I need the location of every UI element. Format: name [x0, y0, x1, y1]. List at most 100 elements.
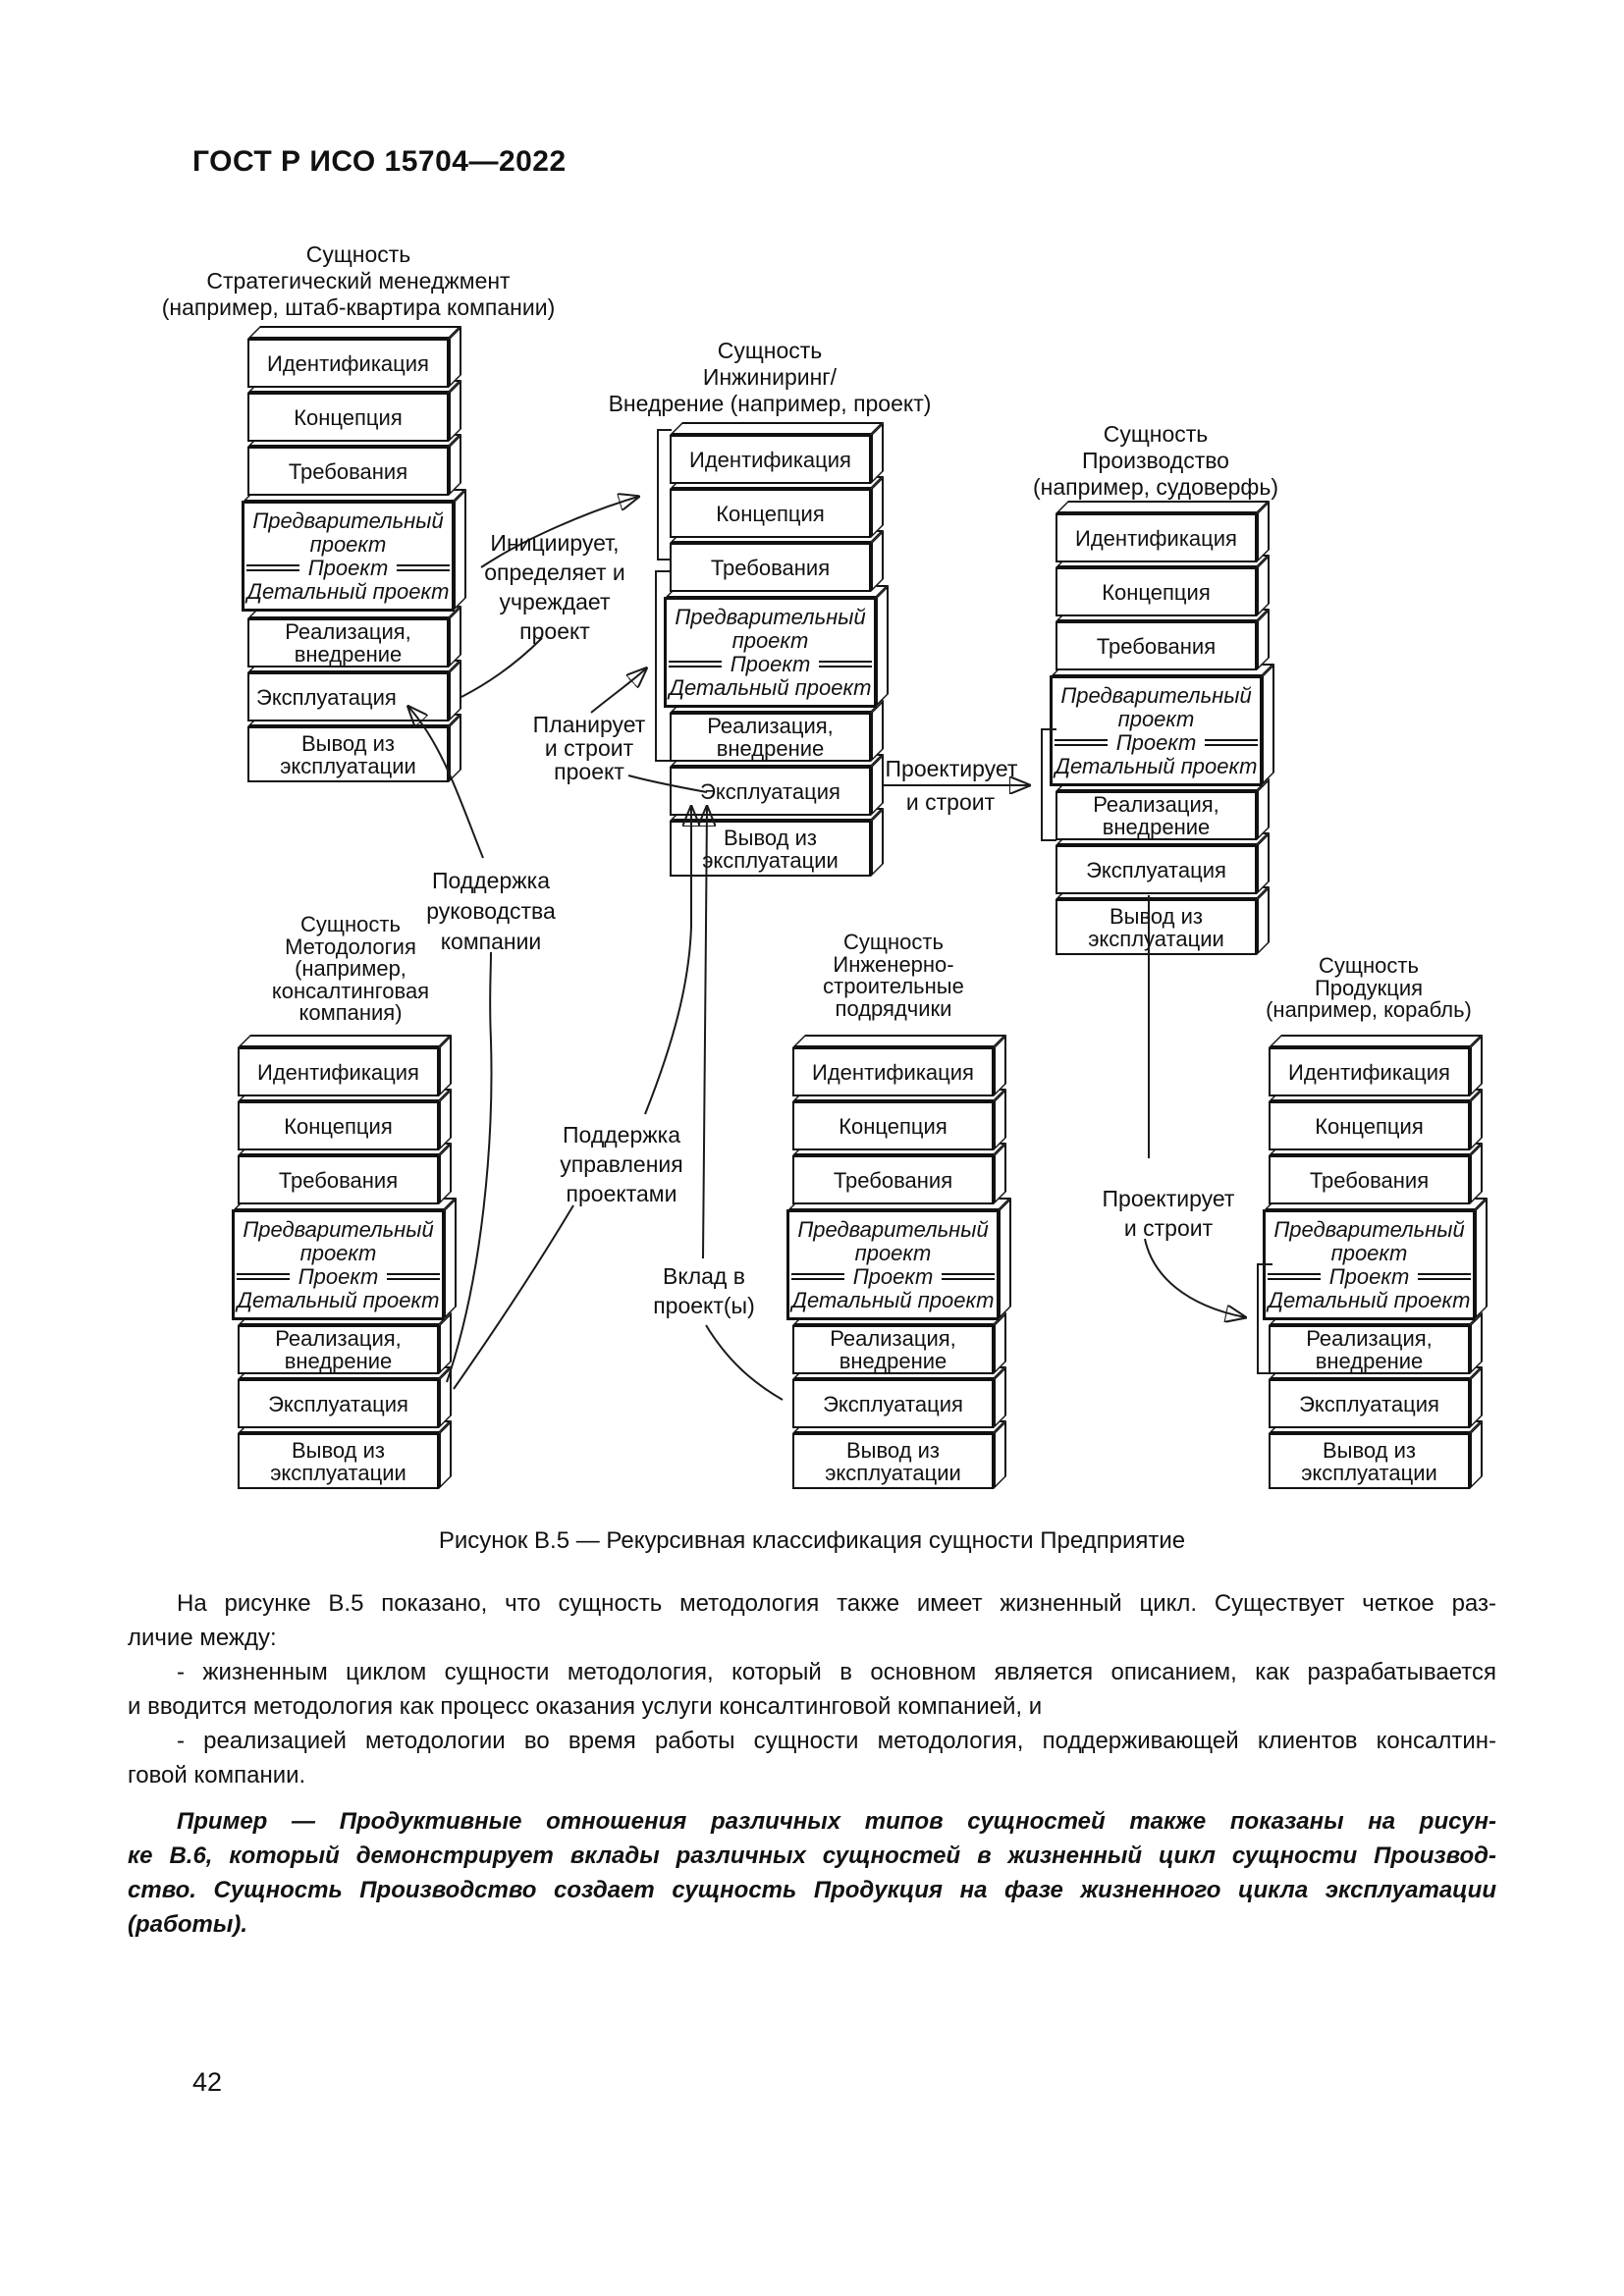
phase-label: Идентификация	[1075, 525, 1237, 551]
phase-label: эксплуатации	[702, 847, 839, 873]
phase-label: Проект	[730, 651, 811, 676]
label-designs-builds-1: Проектирует	[885, 756, 1018, 781]
phase-label: Проект	[298, 1263, 379, 1289]
title-line: подрядчики	[835, 995, 952, 1021]
phase-label: Предварительный	[243, 1216, 434, 1242]
phase-label: внедрение	[284, 1349, 393, 1373]
title-line: Внедрение (например, проект)	[608, 391, 932, 416]
phase-label: внедрение	[294, 642, 403, 667]
divider-line	[819, 661, 873, 667]
phase-label: Идентификация	[267, 350, 429, 376]
phase-label: Требования	[288, 458, 408, 484]
phase-label: Вывод из	[1322, 1437, 1416, 1463]
phase-box-concept: Концепция	[1269, 1101, 1470, 1150]
label-line: Поддержка	[563, 1122, 680, 1148]
phase-label: Предварительный	[675, 604, 866, 629]
phase-box-concept: Концепция	[792, 1101, 994, 1150]
phase-label: Детальный проект	[669, 674, 872, 700]
example-line: ке В.6, который демонстрирует вклады раз…	[128, 1842, 1496, 1869]
phase-box-requirements: Требования	[1056, 621, 1257, 670]
example-line: (работы).	[128, 1911, 248, 1938]
label-management-support: Поддержка руководства компании	[363, 866, 619, 957]
divider-line	[1418, 1273, 1472, 1280]
body-line: и вводится методология как процесс оказа…	[128, 1693, 1043, 1720]
phase-label: Требования	[1096, 633, 1217, 659]
title-line: (например, корабль)	[1266, 997, 1472, 1022]
arrow-plans	[590, 668, 646, 714]
phase-box-identification: Идентификация	[670, 435, 871, 484]
phase-label: Эксплуатация	[268, 1391, 408, 1416]
figure-b5-diagram: Сущность Стратегический менеджмент (напр…	[0, 0, 1624, 1541]
phase-label: Вывод из	[1109, 903, 1203, 929]
label-line: Планирует	[532, 712, 646, 737]
phase-label: Требования	[1309, 1167, 1430, 1193]
stack-title-methodology: Сущность Методология (например, консалти…	[174, 913, 527, 1025]
divider-line	[790, 1273, 844, 1280]
divider-line	[1267, 1273, 1321, 1280]
label-line: проект	[554, 759, 624, 784]
phase-box-identification: Идентификация	[238, 1047, 439, 1096]
phase-box-implementation: Реализация,внедрение	[247, 618, 449, 667]
divider-line	[397, 564, 451, 571]
title-line: Методология	[285, 934, 416, 959]
phase-label: Проект	[852, 1263, 934, 1289]
phase-label: внедрение	[1102, 815, 1211, 839]
phase-label: Требования	[710, 555, 831, 580]
phase-label: Проект	[1115, 729, 1197, 755]
phase-box-design: Предварительный проект Проект Детальный …	[664, 597, 877, 708]
phase-box-identification: Идентификация	[1269, 1047, 1470, 1096]
phase-box-design: Предварительный проект Проект Детальный …	[242, 501, 455, 612]
phase-box-requirements: Требования	[1269, 1155, 1470, 1204]
design-divider: Проект	[1266, 1264, 1473, 1289]
phase-label: Реализация,	[285, 619, 411, 644]
title-line: строительные	[823, 974, 964, 998]
stack-title-product: Сущность Продукция (например, корабль)	[1192, 954, 1545, 1022]
label-contribution: Вклад в проект(ы)	[576, 1261, 832, 1320]
phase-label: Идентификация	[1288, 1059, 1450, 1085]
phase-label: внедрение	[716, 736, 825, 761]
line-contribution-lower	[705, 1324, 784, 1401]
phase-label: Идентификация	[812, 1059, 974, 1085]
phase-box-operation: Эксплуатация	[247, 672, 449, 721]
label-designs-builds-2: Проектирует и строит	[1041, 1184, 1296, 1243]
example-line: Пример — Продуктивные отношения различны…	[177, 1808, 1496, 1835]
title-line: Инжиниринг/	[702, 364, 838, 390]
phase-label: Предварительный	[1060, 682, 1252, 708]
stack-title-strategic: Сущность Стратегический менеджмент (напр…	[133, 241, 584, 321]
divider-line	[942, 1273, 996, 1280]
phase-box-design: Предварительный проект Проект Детальный …	[1050, 675, 1263, 786]
phase-box-design: Предварительный проект Проект Детальный …	[232, 1209, 445, 1320]
phase-box-identification: Идентификация	[792, 1047, 994, 1096]
phase-label: Концепция	[1102, 579, 1211, 605]
body-text: На рисунке В.5 показано, что сущность ме…	[128, 1586, 1496, 1942]
title-line: консалтинговая	[271, 978, 430, 1003]
title-line: Сущность	[843, 930, 944, 954]
phase-box-operation: Эксплуатация	[792, 1379, 994, 1428]
phase-box-design: Предварительный проект Проект Детальный …	[1263, 1209, 1476, 1320]
phase-label: эксплуатации	[825, 1460, 961, 1485]
title-line: Сущность	[305, 241, 411, 267]
title-line: Производство	[1082, 448, 1229, 473]
phase-box-concept: Концепция	[238, 1101, 439, 1150]
phase-box-concept: Концепция	[670, 489, 871, 538]
design-divider: Проект	[235, 1263, 442, 1289]
divider-line	[1205, 739, 1259, 746]
phase-label: Идентификация	[257, 1059, 419, 1085]
label-line: определяет и	[484, 560, 625, 585]
divider-line	[245, 564, 299, 571]
title-line: (например,	[295, 956, 406, 981]
phase-label: Эксплуатация	[1086, 857, 1226, 882]
body-line: - жизненным циклом сущности методология,…	[177, 1659, 1496, 1685]
label-line: управления	[560, 1151, 683, 1177]
title-line: Продукция	[1314, 975, 1424, 1000]
phase-label: Эксплуатация	[700, 778, 840, 804]
phase-box-identification: Идентификация	[1056, 513, 1257, 562]
phase-label: внедрение	[1315, 1349, 1424, 1373]
phase-label: Эксплуатация	[1299, 1391, 1439, 1416]
phase-label: Детальный проект	[791, 1287, 995, 1312]
body-line: - реализацией методологии во время работ…	[177, 1728, 1496, 1754]
title-line: (например, штаб-квартира компании)	[161, 294, 556, 320]
